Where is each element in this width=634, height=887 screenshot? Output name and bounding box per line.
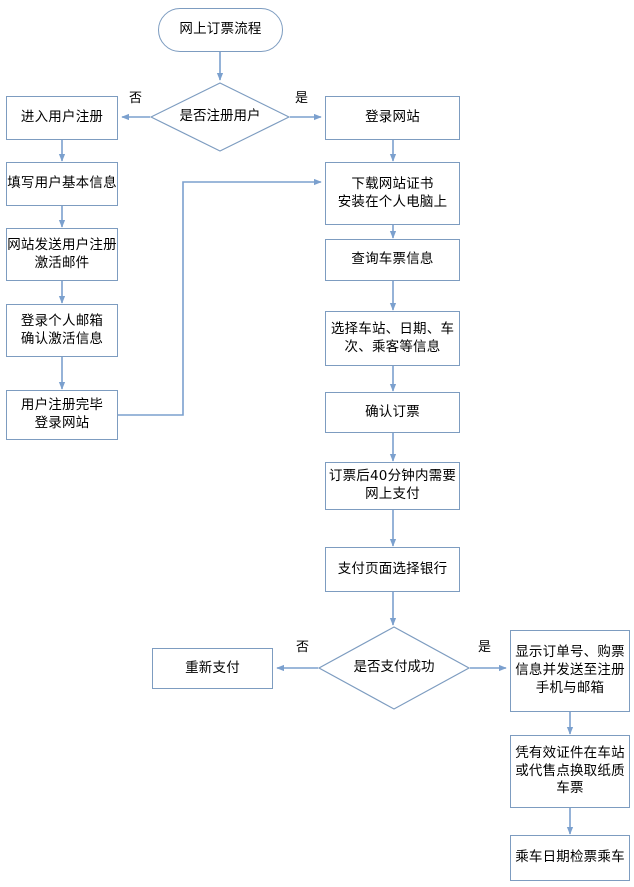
node-fill-user-info[interactable]: 填写用户基本信息 [6,162,118,206]
node-site-sends-activation-mail[interactable]: 网站发送用户注册 激活邮件 [6,228,118,281]
node-board-train[interactable]: 乘车日期检票乘车 [510,835,630,881]
node-start-terminal[interactable]: 网上订票流程 [158,8,283,52]
node-select-trip-details[interactable]: 选择车站、日期、车 次、乘客等信息 [325,311,460,366]
node-show-order-info[interactable]: 显示订单号、购票 信息并发送至注册 手机与邮箱 [510,630,630,712]
edge-label-register-yes: 是 [295,91,309,106]
node-registration-complete-login[interactable]: 用户注册完毕 登录网站 [6,390,118,440]
edge-label-register-no: 否 [129,91,143,106]
node-enter-registration[interactable]: 进入用户注册 [6,96,118,140]
edge-label-pay-yes: 是 [478,640,492,655]
node-login-website[interactable]: 登录网站 [325,96,460,140]
node-decision-is-registered-label: 是否注册用户 [179,108,261,125]
node-select-bank-on-payment-page[interactable]: 支付页面选择银行 [325,547,460,592]
node-download-certificate[interactable]: 下载网站证书 安装在个人电脑上 [325,162,460,225]
node-decision-payment-success[interactable]: 是否支付成功 [318,626,470,710]
node-pickup-paper-ticket[interactable]: 凭有效证件在车站 或代售点换取纸质 车票 [510,735,630,808]
diamond-shape [318,626,470,710]
edge-label-pay-no: 否 [296,640,310,655]
node-login-mailbox-confirm[interactable]: 登录个人邮箱 确认激活信息 [6,304,118,357]
node-query-ticket-info[interactable]: 查询车票信息 [325,239,460,281]
node-decision-is-registered[interactable]: 是否注册用户 [150,82,290,152]
edge-feedback-loop [118,178,322,416]
node-decision-payment-success-label: 是否支付成功 [353,659,435,676]
node-confirm-booking[interactable]: 确认订票 [325,392,460,433]
node-repay[interactable]: 重新支付 [152,648,273,689]
node-pay-within-40-minutes[interactable]: 订票后40分钟内需要 网上支付 [325,462,460,510]
diamond-shape [150,82,290,152]
